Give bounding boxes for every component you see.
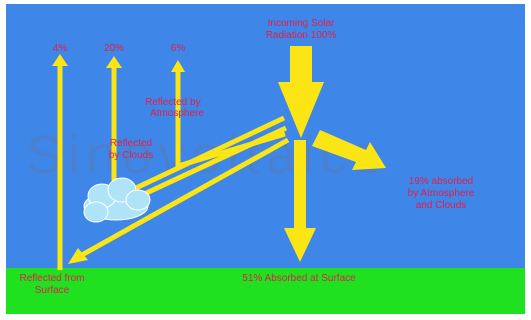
reflected-surface-percent: 4% xyxy=(52,43,68,54)
to-surface-arrow xyxy=(78,137,290,259)
to-surface-arrowhead xyxy=(68,248,88,264)
reflected-atmosphere-percent: 6% xyxy=(170,43,186,54)
incoming-label-line2: Radiation 100% xyxy=(265,30,337,41)
clouds-label-line1: Reflected xyxy=(109,138,153,149)
to-clouds-arrow xyxy=(134,115,286,191)
atmosphere-label-line1: Reflected by xyxy=(145,97,201,108)
clouds-label-line2: by Clouds xyxy=(108,150,154,161)
absorbed-atmosphere-line2: by Atmosphere xyxy=(407,188,475,199)
reflected-atmosphere-arrowhead xyxy=(171,60,185,72)
atmosphere-label-line2: Atmosphere xyxy=(150,108,204,119)
cloud-icon xyxy=(83,177,151,223)
reflected-surface-arrowhead xyxy=(52,54,68,66)
absorbed-atmosphere-line3: and Clouds xyxy=(415,200,467,211)
atmosphere-absorbed-arrow xyxy=(312,130,386,170)
surface-absorbed-arrow xyxy=(284,140,316,262)
surface-reflect-line2: Surface xyxy=(34,285,70,296)
absorbed-surface-label: 51% Absorbed at Surface xyxy=(242,273,356,284)
incoming-radiation-arrow xyxy=(278,46,324,138)
reflected-clouds-arrowhead xyxy=(106,56,122,68)
ground-surface xyxy=(6,268,525,314)
surface-reflect-line1: Reflected from xyxy=(19,273,85,284)
incoming-label-line1: Incoming Solar xyxy=(267,18,335,29)
to-clouds-arrow-2 xyxy=(138,125,288,199)
absorbed-atmosphere-line1: 19% absorbed xyxy=(408,176,474,187)
reflected-clouds-percent: 20% xyxy=(103,43,124,54)
